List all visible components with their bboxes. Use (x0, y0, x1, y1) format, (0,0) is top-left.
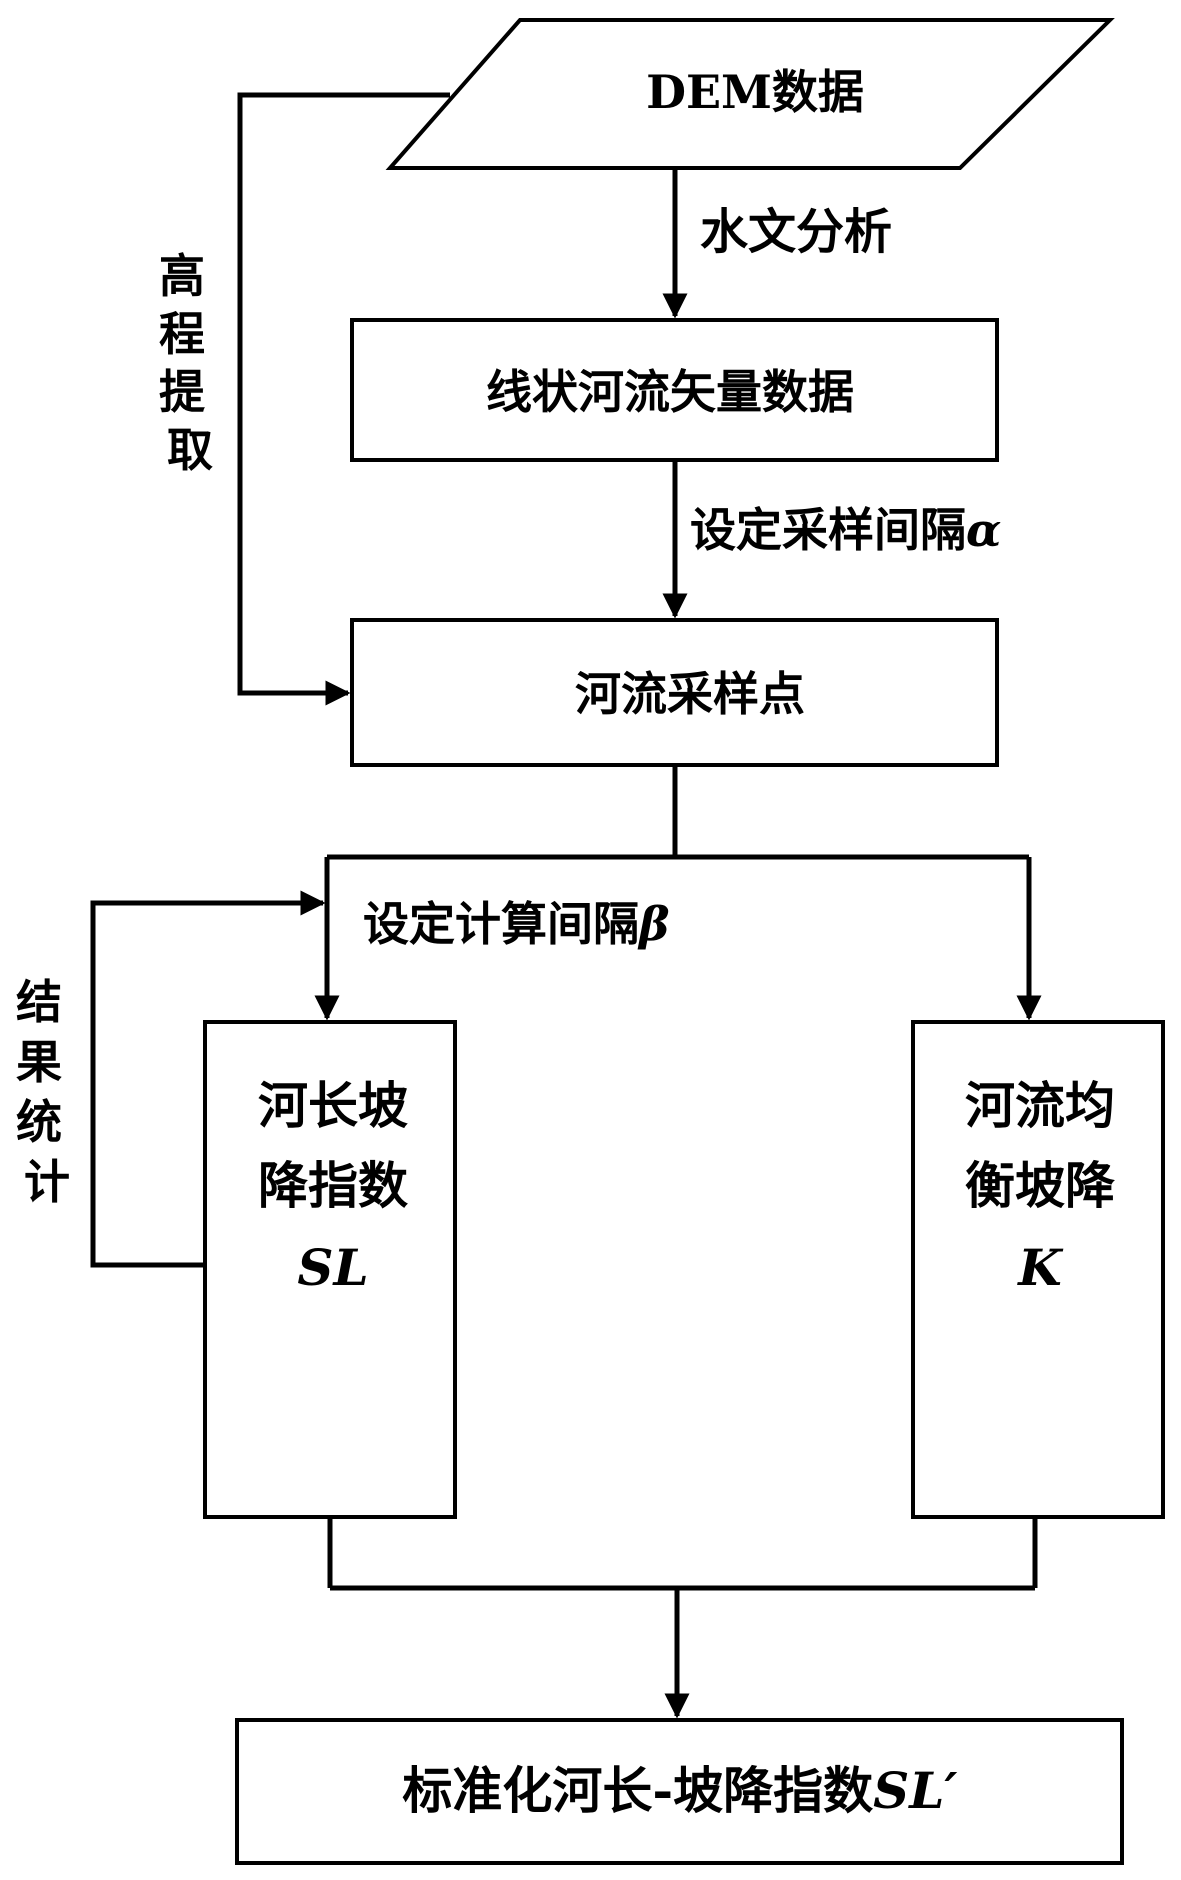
k-slope-line1: 河流均 (965, 1076, 1115, 1135)
normalized-node (235, 1718, 1124, 1865)
sampling-interval-text: 设定采样间隔 (690, 503, 966, 557)
result-stats-char: 果 (16, 1035, 62, 1089)
dem-node (385, 18, 1115, 170)
normalized-label-text: 标准化河长-坡降指数 (402, 1761, 873, 1820)
sampling-interval-label: 设定采样间隔α (690, 503, 1001, 557)
result-stats-char: 统 (16, 1095, 62, 1149)
sl-index-node (203, 1020, 457, 1519)
result-stats-char: 结 (16, 975, 62, 1029)
normalized-label: 标准化河长-坡降指数SL′ (402, 1761, 957, 1820)
dem-label: DEM数据 (646, 65, 864, 119)
vector-label: 线状河流矢量数据 (486, 365, 854, 419)
sl-index-line1: 河长坡 (258, 1076, 408, 1135)
sampling-interval-symbol: α (966, 503, 1001, 557)
calc-interval-label: 设定计算间隔β (363, 897, 670, 951)
elevation-extract-char: 取 (167, 423, 213, 477)
calc-interval-symbol: β (637, 897, 670, 951)
sl-index-line2: 降指数 (258, 1156, 408, 1215)
edge-elevation-extract (237, 92, 450, 706)
k-slope-node (911, 1020, 1165, 1519)
elevation-extract-char: 程 (159, 307, 205, 361)
elevation-extract-char: 高 (159, 249, 205, 303)
sl-index-symbol: SL (297, 1238, 368, 1297)
vector-node (350, 318, 999, 462)
result-stats-char: 计 (24, 1155, 70, 1209)
hydro-analysis-label: 水文分析 (700, 204, 892, 260)
k-slope-symbol: K (1016, 1238, 1064, 1297)
k-slope-line2: 衡坡降 (965, 1156, 1115, 1215)
normalized-label-symbol: SL′ (873, 1761, 957, 1820)
calc-interval-text: 设定计算间隔 (363, 897, 639, 951)
elevation-extract-char: 提 (159, 365, 205, 419)
edge-result-stats (90, 890, 326, 1268)
result-stats-label: 结 果 统 计 (16, 975, 78, 1209)
elevation-extract-label: 高 程 提 取 (159, 249, 221, 477)
sample-points-label: 河流采样点 (575, 667, 805, 721)
